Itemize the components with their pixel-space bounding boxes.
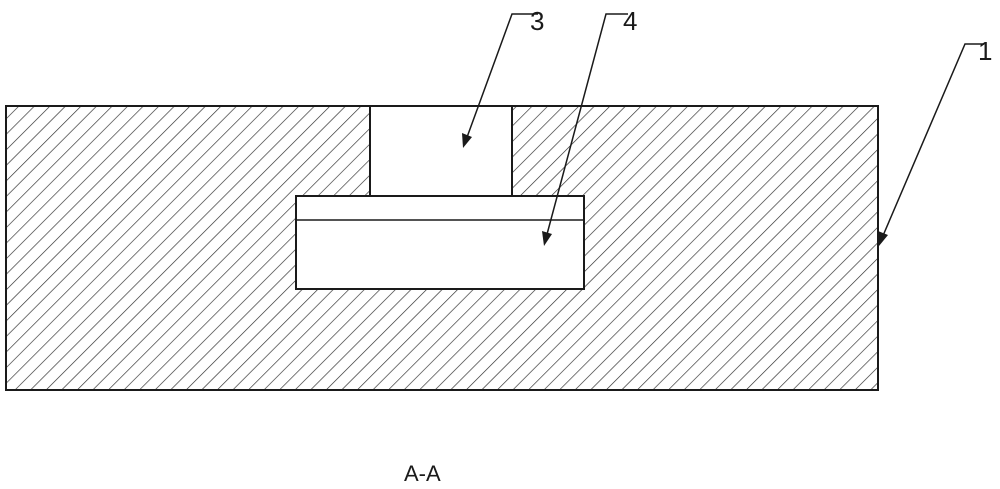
lower-slot	[296, 196, 584, 289]
section-caption: A-A	[404, 461, 441, 486]
upper-slot	[370, 106, 512, 196]
label-4: 4	[623, 6, 637, 36]
label-1: 1	[978, 36, 992, 66]
label-3: 3	[530, 6, 544, 36]
leader-1	[878, 44, 984, 246]
